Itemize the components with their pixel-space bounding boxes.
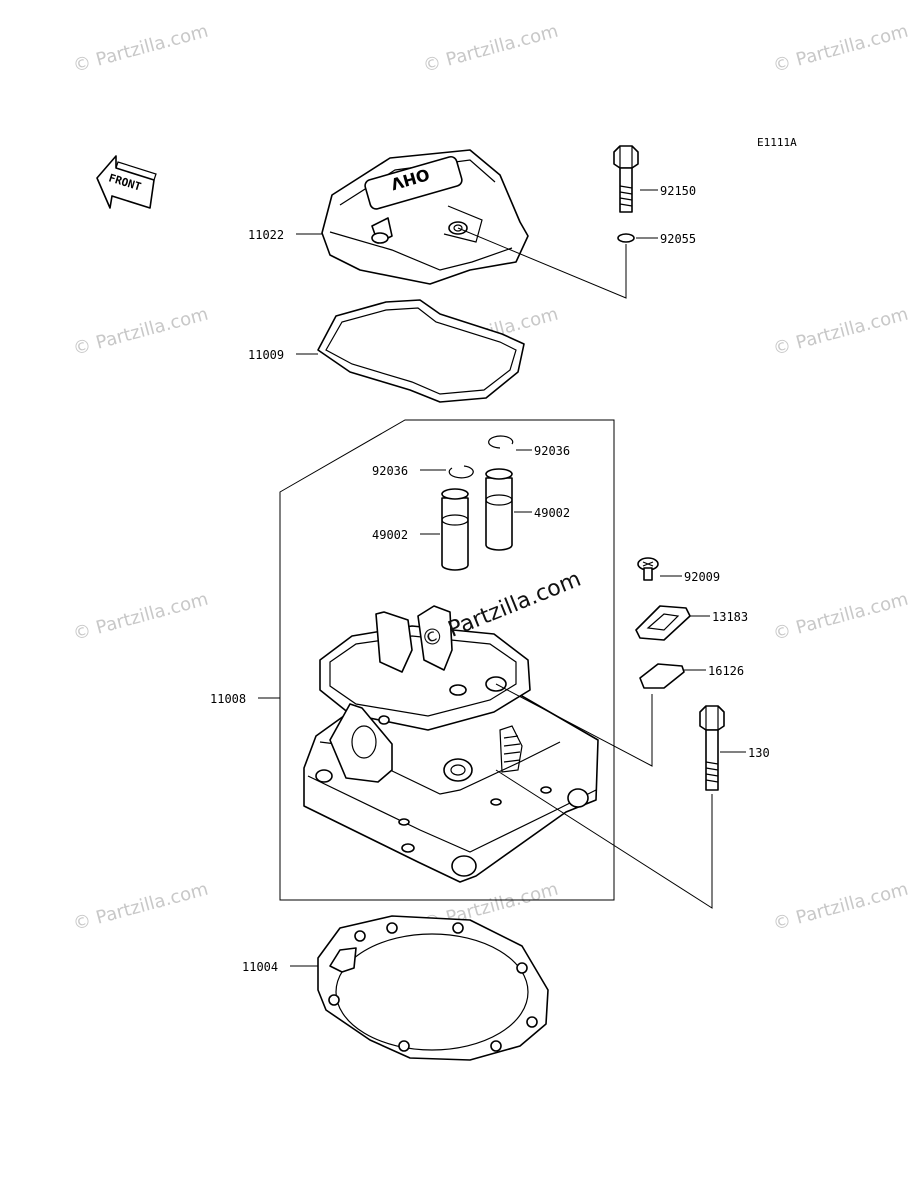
cylinder-head-cover: OHV: [321, 149, 529, 285]
watermark-text: © Partzilla.com: [771, 21, 911, 77]
leader-lines: [258, 189, 746, 967]
callout-16126: 16126: [708, 664, 744, 678]
callout-49002: 49002: [534, 506, 570, 520]
callout-92036: 92036: [372, 464, 408, 478]
callout-92150: 92150: [660, 184, 696, 198]
valve-guide-icon: [441, 468, 513, 571]
cover-gasket: [317, 299, 525, 403]
callout-49002: 49002: [372, 528, 408, 542]
watermark-text: © Partzilla.com: [771, 304, 911, 360]
callout-130: 130: [748, 746, 770, 760]
front-arrow-icon: FRONT: [96, 155, 157, 209]
watermark-text: © Partzilla.com: [71, 879, 211, 935]
callout-13183: 13183: [712, 610, 748, 624]
watermark-text: © Partzilla.com: [71, 589, 211, 645]
callout-92009: 92009: [684, 570, 720, 584]
callout-11009: 11009: [248, 348, 284, 362]
cylinder-head: [303, 605, 599, 883]
plate-13183-icon: [635, 605, 691, 641]
callout-11004: 11004: [242, 960, 278, 974]
watermark-text: © Partzilla.com: [771, 589, 911, 645]
gasket-16126-icon: [639, 663, 685, 689]
callout-11022: 11022: [248, 228, 284, 242]
callout-11008: 11008: [210, 692, 246, 706]
cylinder-head-frame: [279, 419, 615, 901]
callout-labels: 92150 92055 11022 11009 92036 92036 4900…: [210, 184, 770, 974]
cylinder-base-gasket: [317, 915, 549, 1061]
watermark-text: © Partzilla.com: [771, 879, 911, 935]
watermark-text: © Partzilla.com: [71, 304, 211, 360]
circlip-icon: [448, 435, 514, 479]
screw-92009-icon: [637, 557, 659, 581]
o-ring-92055-icon: [617, 233, 635, 243]
bolt-130-icon: [699, 705, 725, 791]
callout-92036: 92036: [534, 444, 570, 458]
watermark-text: © Partzilla.com: [421, 21, 561, 77]
cover-emblem: [364, 155, 463, 210]
diagram-code: E1111A: [757, 136, 797, 149]
callout-92055: 92055: [660, 232, 696, 246]
bolt-92150-icon: [613, 145, 639, 213]
watermark-text: © Partzilla.com: [71, 21, 211, 77]
